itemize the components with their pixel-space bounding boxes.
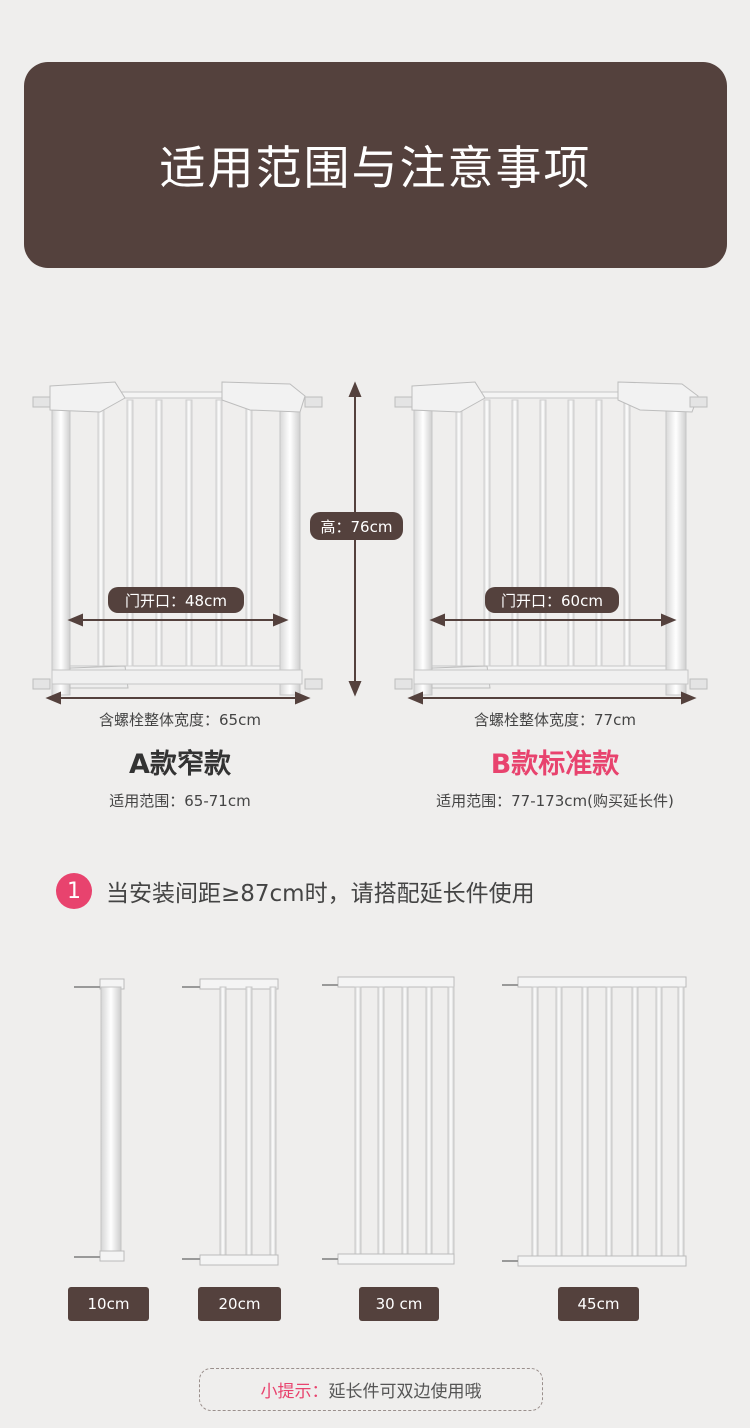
gate-a-title: A款窄款 <box>129 749 231 780</box>
tip-text: 延长件可双边使用哦 <box>328 1382 482 1402</box>
gate-a-image <box>32 381 323 696</box>
extension-30cm-label: 30 cm <box>359 1287 439 1321</box>
extension-20cm-image <box>182 978 279 1266</box>
gate-illustration <box>32 381 708 705</box>
tip-box: 小提示： 延长件可双边使用哦 <box>199 1368 543 1411</box>
tip-label: 小提示： <box>260 1382 329 1402</box>
extension-10cm-label: 10cm <box>68 1287 149 1321</box>
extension-30cm-image <box>322 976 455 1265</box>
extension-45cm-image <box>502 976 687 1267</box>
extension-10cm-image <box>74 978 125 1262</box>
header-banner: 适用范围与注意事项 <box>24 62 727 268</box>
height-label: 高：76cm <box>310 512 403 540</box>
extension-45cm-label: 45cm <box>558 1287 639 1321</box>
gate-b-range-caption: 适用范围：77-173cm(购买延长件) <box>436 792 674 810</box>
gate-a-range-caption: 适用范围：65-71cm <box>109 792 251 810</box>
gate-b-opening-label: 门开口：60cm <box>485 587 619 613</box>
dimension-arrows <box>45 381 697 705</box>
gate-b-title: B款标准款 <box>490 749 620 780</box>
extension-20cm-label: 20cm <box>198 1287 281 1321</box>
note-text: 当安装间距≥87cm时，请搭配延长件使用 <box>106 881 535 907</box>
gate-a-width-caption: 含螺栓整体宽度：65cm <box>99 711 261 729</box>
gate-a-opening-label: 门开口：48cm <box>108 587 244 613</box>
gate-b-image <box>394 381 708 696</box>
note-row: 1 当安装间距≥87cm时，请搭配延长件使用 <box>56 873 535 909</box>
gate-b-width-caption: 含螺栓整体宽度：77cm <box>474 711 636 729</box>
extensions-illustration <box>74 976 687 1267</box>
page-title: 适用范围与注意事项 <box>159 141 592 195</box>
note-number-badge: 1 <box>56 873 92 909</box>
